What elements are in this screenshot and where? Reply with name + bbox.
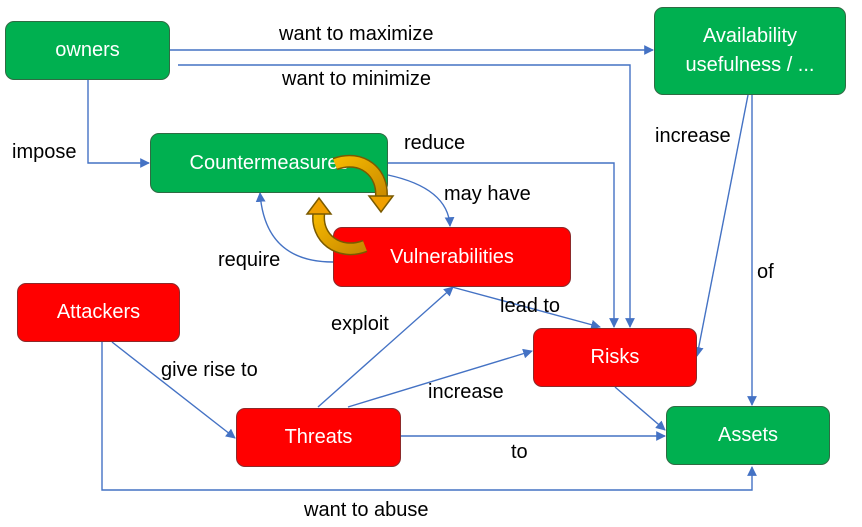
edge-countermeasures-reduce-risks: [388, 162, 619, 328]
edge-availability-increase-risks: [693, 94, 749, 357]
node-risks: Risks: [533, 328, 697, 387]
label-want-to-maximize: want to maximize: [279, 23, 434, 45]
label-reduce: reduce: [404, 132, 466, 154]
node-threats-label: Threats: [284, 426, 353, 448]
label-require: require: [218, 249, 281, 271]
label-of: of: [757, 261, 774, 283]
label-increase-top: increase: [655, 125, 731, 147]
node-threats: Threats: [236, 408, 401, 467]
label-lead-to: lead to: [500, 295, 561, 317]
node-availability: Availability usefulness / ...: [654, 7, 846, 95]
node-countermeasures-label: Countermeasures: [189, 151, 349, 174]
node-attackers-label: Attackers: [56, 301, 141, 323]
edge-owners-minimize-risks: [178, 64, 635, 328]
edge-threats-exploit-vulnerabilities: [317, 286, 454, 408]
label-impose: impose: [12, 141, 77, 163]
label-want-to-minimize: want to minimize: [282, 68, 431, 90]
node-risks-label: Risks: [590, 346, 640, 368]
node-availability-line2: usefulness / ...: [685, 54, 815, 76]
edge-vulnerabilities-lead-to-risks: [451, 286, 601, 330]
node-assets: Assets: [666, 406, 830, 465]
node-vulnerabilities: Vulnerabilities: [333, 227, 571, 287]
node-owners-label: owners: [55, 39, 120, 61]
node-owners: owners: [5, 21, 170, 80]
label-to: to: [511, 441, 528, 463]
node-attackers: Attackers: [17, 283, 180, 342]
cycle-arrows: [305, 154, 395, 256]
node-vulnerabilities-label: Vulnerabilities: [390, 245, 514, 268]
edge-risks-to-assets: [614, 386, 666, 431]
edge-threats-increase-risks: [347, 348, 533, 408]
edge-owners-impose-countermeasures: [87, 80, 150, 168]
edge-attackers-give-rise-to-threats: [111, 341, 236, 439]
node-availability-line1: Availability: [702, 25, 798, 47]
node-assets-label: Assets: [717, 424, 779, 446]
edge-countermeasures-may-have-vulnerabilities: [387, 174, 455, 227]
label-exploit: exploit: [331, 313, 389, 335]
cycle-arrow-clockwise: [332, 154, 395, 214]
label-may-have: may have: [444, 183, 531, 205]
label-increase-mid: increase: [428, 381, 504, 403]
label-give-rise-to: give rise to: [161, 359, 258, 381]
edge-vulnerabilities-require-countermeasures: [255, 192, 334, 263]
cycle-arrow-counterclockwise: [305, 196, 368, 256]
edge-attackers-abuse-assets: [101, 342, 757, 491]
label-want-to-abuse: want to abuse: [304, 499, 429, 521]
